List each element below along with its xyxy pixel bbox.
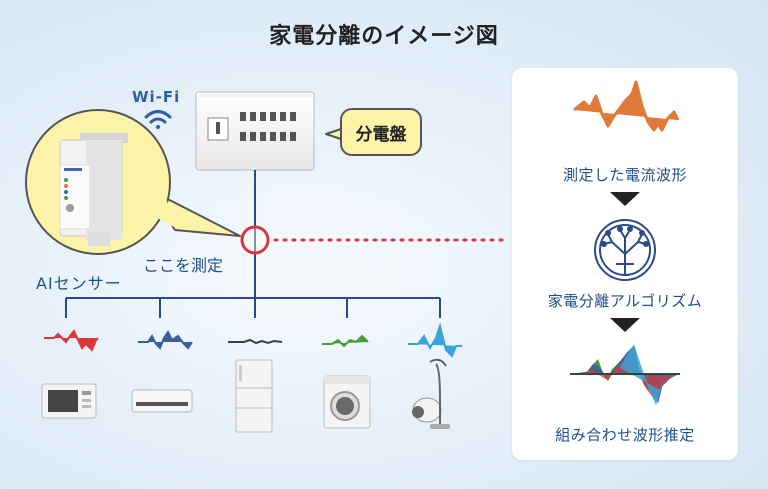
measured-waveform-icon xyxy=(573,80,680,132)
process-card: 測定した電流波形 家電分離アルゴリズム 組み合わせ波形推定 xyxy=(512,68,738,460)
appliance-waveform xyxy=(408,322,462,358)
process-step-measured-label: 測定した電流波形 xyxy=(562,166,687,184)
distribution-board-icon xyxy=(195,91,315,171)
refrigerator-icon xyxy=(235,359,273,433)
appliance-waveform xyxy=(138,330,193,350)
measure-point-label: ここを測定 xyxy=(143,256,224,275)
process-graphics xyxy=(570,80,680,406)
panel-label-callout: 分電盤 xyxy=(340,108,422,156)
wifi-icon xyxy=(144,110,172,129)
measurement-point-circle xyxy=(240,225,270,255)
appliance-waveform xyxy=(228,338,283,345)
washing-machine-icon xyxy=(323,375,371,429)
ai-sensor-label: AIセンサー xyxy=(36,274,122,293)
process-step-algorithm-label: 家電分離アルゴリズム xyxy=(547,292,703,310)
wiring-lines xyxy=(65,170,441,318)
appliance-waveform xyxy=(322,334,369,348)
process-step-estimation-label: 組み合わせ波形推定 xyxy=(555,426,695,444)
down-arrow-icon xyxy=(610,318,640,332)
ai-sensor-device-icon xyxy=(59,133,128,246)
combined-waveform-icon xyxy=(570,344,680,406)
vacuum-cleaner-icon xyxy=(412,358,450,429)
ai-algorithm-icon xyxy=(594,219,656,281)
down-arrow-icon xyxy=(610,192,640,206)
microwave-oven-icon xyxy=(41,383,97,419)
diagram-title: 家電分離のイメージ図 xyxy=(269,24,499,49)
wifi-label: Wi-Fi xyxy=(132,88,181,106)
appliance-waveform xyxy=(44,329,99,352)
air-conditioner-icon xyxy=(131,389,193,413)
